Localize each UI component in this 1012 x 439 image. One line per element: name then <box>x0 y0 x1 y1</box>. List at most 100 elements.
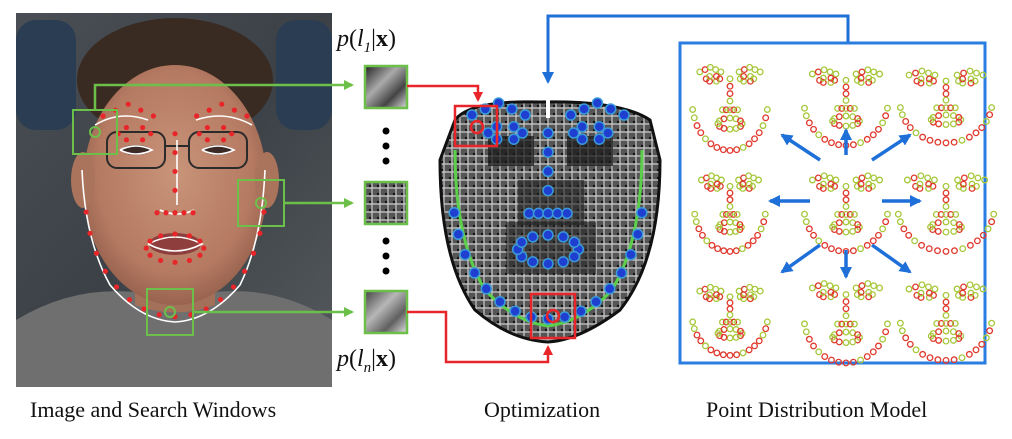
pdm-landmark <box>805 335 813 343</box>
photo-landmark <box>123 137 129 143</box>
pdm-landmark <box>958 136 966 144</box>
pdm-landmark <box>746 72 754 80</box>
pdm-landmark <box>876 70 884 78</box>
photo-landmark <box>83 209 89 215</box>
pdm-landmark <box>965 350 973 358</box>
photo-landmark <box>206 107 212 113</box>
pdm-landmark <box>942 327 950 335</box>
pdm-landmark <box>849 141 857 149</box>
pdm-landmark <box>918 281 926 289</box>
pdm-landmark <box>932 210 940 218</box>
photo-landmark <box>140 137 146 143</box>
pdm-landmark <box>925 185 933 192</box>
pdm-landmark <box>726 75 734 83</box>
pdm-landmark <box>879 119 887 127</box>
pdm-landmark <box>726 203 734 210</box>
optimization-landmark <box>557 231 569 243</box>
pdm-landmark <box>865 180 873 188</box>
pdm-landmark <box>726 189 734 197</box>
optimization-landmark <box>542 229 554 241</box>
pdm-landmark <box>828 356 835 364</box>
photo-landmark <box>186 233 192 239</box>
optimization-landmark <box>542 184 554 197</box>
pdm-landmark <box>842 328 850 336</box>
pdm-landmark <box>745 140 753 148</box>
pdm-landmark <box>734 106 742 114</box>
pdm-landmark <box>842 210 850 218</box>
pdm-landmark <box>865 293 873 301</box>
pdm-landmark <box>846 320 854 328</box>
pdm-landmark <box>842 298 850 306</box>
pdm-landmark <box>942 104 950 112</box>
pdm-landmark <box>819 180 827 188</box>
pdm-landmark <box>849 227 857 235</box>
optimization-landmark <box>452 228 464 241</box>
pdm-landmark <box>736 221 744 228</box>
pdm-landmark <box>942 121 950 128</box>
pdm-landmark <box>708 241 716 249</box>
pdm-landmark <box>746 77 754 85</box>
optimization-landmark <box>542 127 554 139</box>
pdm-landmark <box>755 129 763 137</box>
pdm-landmark <box>951 247 958 255</box>
optimization-landmark <box>625 248 637 261</box>
pdm-landmark <box>838 210 846 218</box>
pdm-landmark <box>745 185 753 192</box>
pdm-landmark <box>896 319 904 327</box>
pdm-landmark <box>842 182 850 190</box>
pdm-landmark <box>755 176 763 184</box>
pdm-landmark <box>912 69 919 77</box>
pdm-landmark <box>934 356 942 364</box>
pdm-landmark <box>926 136 934 144</box>
photo-landmark <box>203 306 209 312</box>
pdm-landmark <box>870 282 878 290</box>
optimization-landmark <box>576 121 588 133</box>
pdm-landmark <box>842 218 850 226</box>
pdm-landmark <box>865 288 873 296</box>
pdm-landmark <box>934 247 941 255</box>
photo-landmark <box>172 168 178 175</box>
pdm-landmark <box>726 247 734 255</box>
pdm-landmark <box>726 97 734 105</box>
pdm-landmark <box>834 210 842 218</box>
pdm-landmark <box>942 319 950 327</box>
pdm-landmark <box>931 285 939 293</box>
pdm-landmark <box>827 293 835 301</box>
pdm-landmark <box>730 318 738 326</box>
pdm-landmark <box>924 283 932 291</box>
pdm-landmark <box>858 282 866 290</box>
pdm-landmark <box>869 237 877 245</box>
photo-landmark <box>261 209 267 215</box>
pdm-landmark <box>869 348 877 356</box>
pdm-landmark <box>864 66 872 74</box>
pdm-landmark <box>698 231 706 239</box>
pdm-landmark <box>763 318 771 326</box>
pdm-landmark <box>820 172 828 180</box>
pdm-landmark <box>925 289 933 297</box>
pdm-landmark <box>903 176 911 184</box>
pdm-landmark <box>707 346 715 354</box>
pdm-landmark <box>814 282 822 290</box>
pdm-landmark <box>838 320 846 328</box>
pdm-landmark <box>935 112 943 120</box>
pdm-landmark <box>737 117 744 125</box>
pdm-landmark <box>719 351 727 359</box>
pdm-landmark <box>933 319 941 327</box>
pdm-landmark <box>955 330 963 337</box>
pdm-landmark <box>808 176 816 184</box>
pdm-landmark <box>706 72 714 80</box>
pdm-landmark <box>689 318 697 326</box>
pdm-landmark <box>726 311 734 319</box>
photo-landmark <box>197 252 203 258</box>
photo-landmark <box>230 284 237 290</box>
response-patches <box>363 64 409 335</box>
pdm-landmark <box>942 189 950 197</box>
patch-bottom <box>363 289 409 335</box>
optimization-landmark <box>519 109 531 121</box>
pdm-landmark <box>820 280 828 287</box>
photo-landmark <box>172 231 178 237</box>
pdm-landmark <box>820 66 828 74</box>
photo-landmark <box>204 124 210 131</box>
pdm-landmark <box>924 174 932 182</box>
